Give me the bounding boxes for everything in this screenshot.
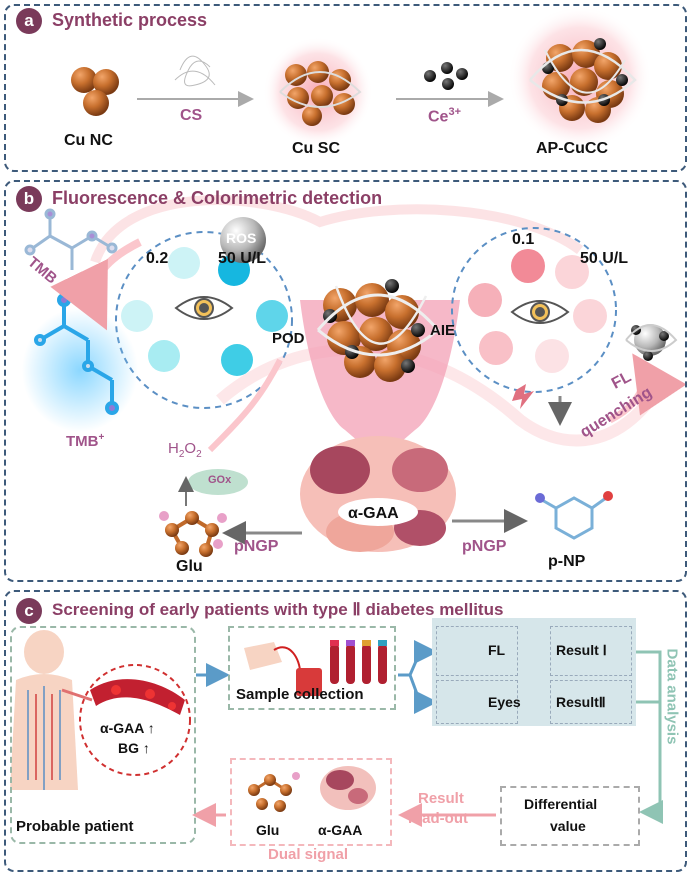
blood-tubes-icon [330, 640, 387, 684]
right-detection-circle [451, 227, 617, 393]
sample-collection-label: Sample collection [236, 686, 364, 703]
result1-label: Result Ⅰ [556, 642, 607, 658]
panel-c [4, 590, 687, 872]
gox-enzyme-icon [188, 469, 248, 495]
tmb-plus-charge: + [98, 432, 105, 443]
ap-cucc-cluster-icon [529, 38, 637, 123]
cu-nc-label: Cu NC [64, 132, 113, 149]
quenched-cluster-icon [625, 324, 678, 361]
result2-label: ResultⅡ [556, 694, 606, 710]
result1-box [550, 626, 632, 676]
ros-label: ROS [226, 230, 257, 246]
cs-polymer-icon [174, 55, 216, 87]
result-label: Result [418, 790, 464, 807]
glu-label: Glu [176, 558, 203, 575]
cu-nc-cluster-icon [71, 67, 119, 116]
tmb-plus-label: TMB+ [66, 432, 104, 450]
pod-label: POD [272, 330, 305, 347]
lightning-icon [512, 384, 534, 409]
eyes-box [436, 680, 518, 724]
cu-sc-label: Cu SC [292, 140, 340, 157]
alpha-gaa-enzyme-icon-c [320, 766, 376, 810]
left-blue-wells [121, 247, 288, 376]
panel-c-title: Screening of early patients with type Ⅱ … [52, 600, 504, 619]
ap-cucc-label: AP-CuCC [536, 140, 608, 157]
h2o2-sub2: 2 [196, 449, 202, 460]
cu-sc-cluster-icon [279, 61, 362, 126]
panel-c-badge: c [16, 598, 42, 624]
gox-label: GOx [208, 474, 232, 486]
h2o2-label: H2O2 [168, 440, 202, 460]
ce-charge: 3+ [448, 106, 461, 118]
dual-signal-box [230, 758, 392, 846]
cs-label: CS [180, 107, 203, 124]
glu-label-c: Glu [256, 822, 280, 838]
panel-a-badge: a [16, 8, 42, 34]
h2o2-h: H [168, 440, 179, 457]
ce3-label: Ce3+ [428, 106, 461, 126]
blood-bag-icon [296, 668, 322, 696]
differential-label: Differential [524, 796, 598, 812]
dual-signal-label: Dual signal [268, 846, 349, 863]
panel-b [4, 180, 687, 582]
central-cluster-icon [316, 279, 441, 382]
right-pink-wells [468, 249, 607, 373]
left-detection-circle [115, 231, 293, 409]
p-np-molecule-icon [535, 491, 613, 540]
ce-text: Ce [428, 108, 449, 126]
p-np-label: p-NP [548, 553, 586, 570]
panel-b-badge: b [16, 186, 42, 212]
pngp-left-label: pNGP [234, 538, 279, 555]
panel-a [4, 4, 687, 172]
panel-b-title: Fluorescence & Colorimetric detection [52, 188, 383, 208]
probable-patient-box [10, 626, 196, 844]
left-activity-label: 50 U/L [218, 250, 267, 267]
alpha-gaa-up-label: α-GAA ↑ [100, 720, 155, 736]
fl-box [436, 626, 518, 676]
right-activity-label: 50 U/L [580, 250, 629, 267]
result2-box [550, 680, 632, 724]
detection-panel [432, 618, 636, 726]
glucose-molecule-icon-c [248, 772, 300, 812]
fl-label-c: FL [488, 642, 506, 658]
differential-value-box [500, 786, 640, 846]
read-out-label: read-out [408, 810, 468, 827]
alpha-gaa-label-c: α-GAA [318, 822, 363, 838]
human-body-icon [10, 630, 78, 790]
eyes-label: Eyes [488, 694, 521, 710]
h2o2-o: O [184, 440, 197, 457]
probable-patient-label: Probable patient [16, 818, 134, 835]
tmb-plus-text: TMB [66, 433, 99, 450]
eye-icon-right [510, 300, 570, 324]
sample-collection-box [228, 626, 396, 710]
eye-icon-left [174, 296, 234, 320]
bg-up-label: BG ↑ [118, 740, 150, 756]
right-conc-label: 0.1 [512, 231, 535, 248]
ce-ions-icon [424, 62, 468, 90]
aie-label: AIE [430, 322, 456, 339]
alpha-gaa-label: α-GAA [348, 505, 399, 522]
h2o2-sub1: 2 [178, 449, 185, 460]
left-conc-label: 0.2 [146, 250, 169, 267]
glucose-molecule-icon [159, 511, 227, 557]
value-label: value [550, 818, 586, 834]
alpha-gaa-enzyme-icon [300, 436, 456, 552]
ros-sphere-icon [220, 217, 266, 263]
data-analysis-label: Data analysis [663, 648, 681, 745]
panel-a-title: Synthetic process [52, 10, 208, 30]
pngp-right-label: pNGP [462, 538, 507, 555]
